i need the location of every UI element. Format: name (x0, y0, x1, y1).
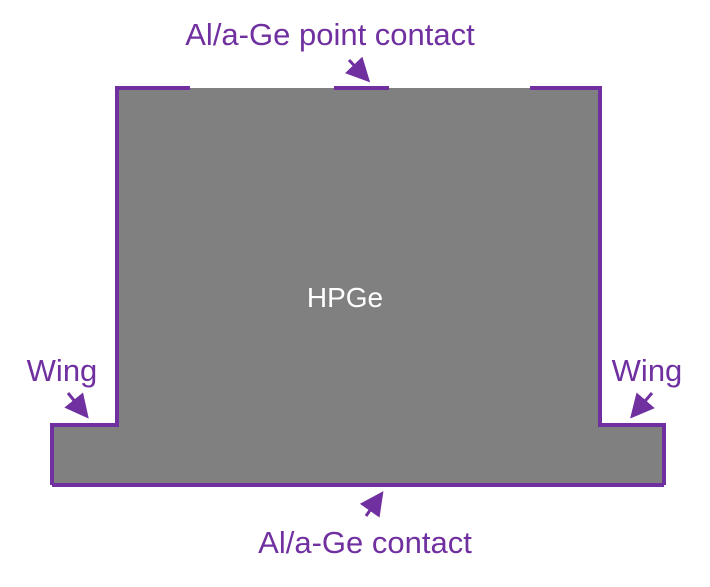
hpge-crystal-body (52, 88, 664, 485)
point-contact-arrow (344, 56, 371, 83)
right-wing-label: Wing (612, 353, 683, 388)
top-contact-label: Al/a-Ge point contact (185, 17, 475, 52)
outer-contact-right-outline (530, 86, 666, 485)
center-label: HPGe (307, 282, 383, 313)
bottom-contact-arrow (359, 491, 384, 518)
bottom-contact-label: Al/a-Ge contact (258, 525, 472, 560)
left-wing-label: Wing (27, 353, 98, 388)
outer-contact-left-outline (50, 86, 190, 485)
left-wing-arrow (64, 392, 89, 419)
right-wing-arrow (630, 392, 655, 419)
